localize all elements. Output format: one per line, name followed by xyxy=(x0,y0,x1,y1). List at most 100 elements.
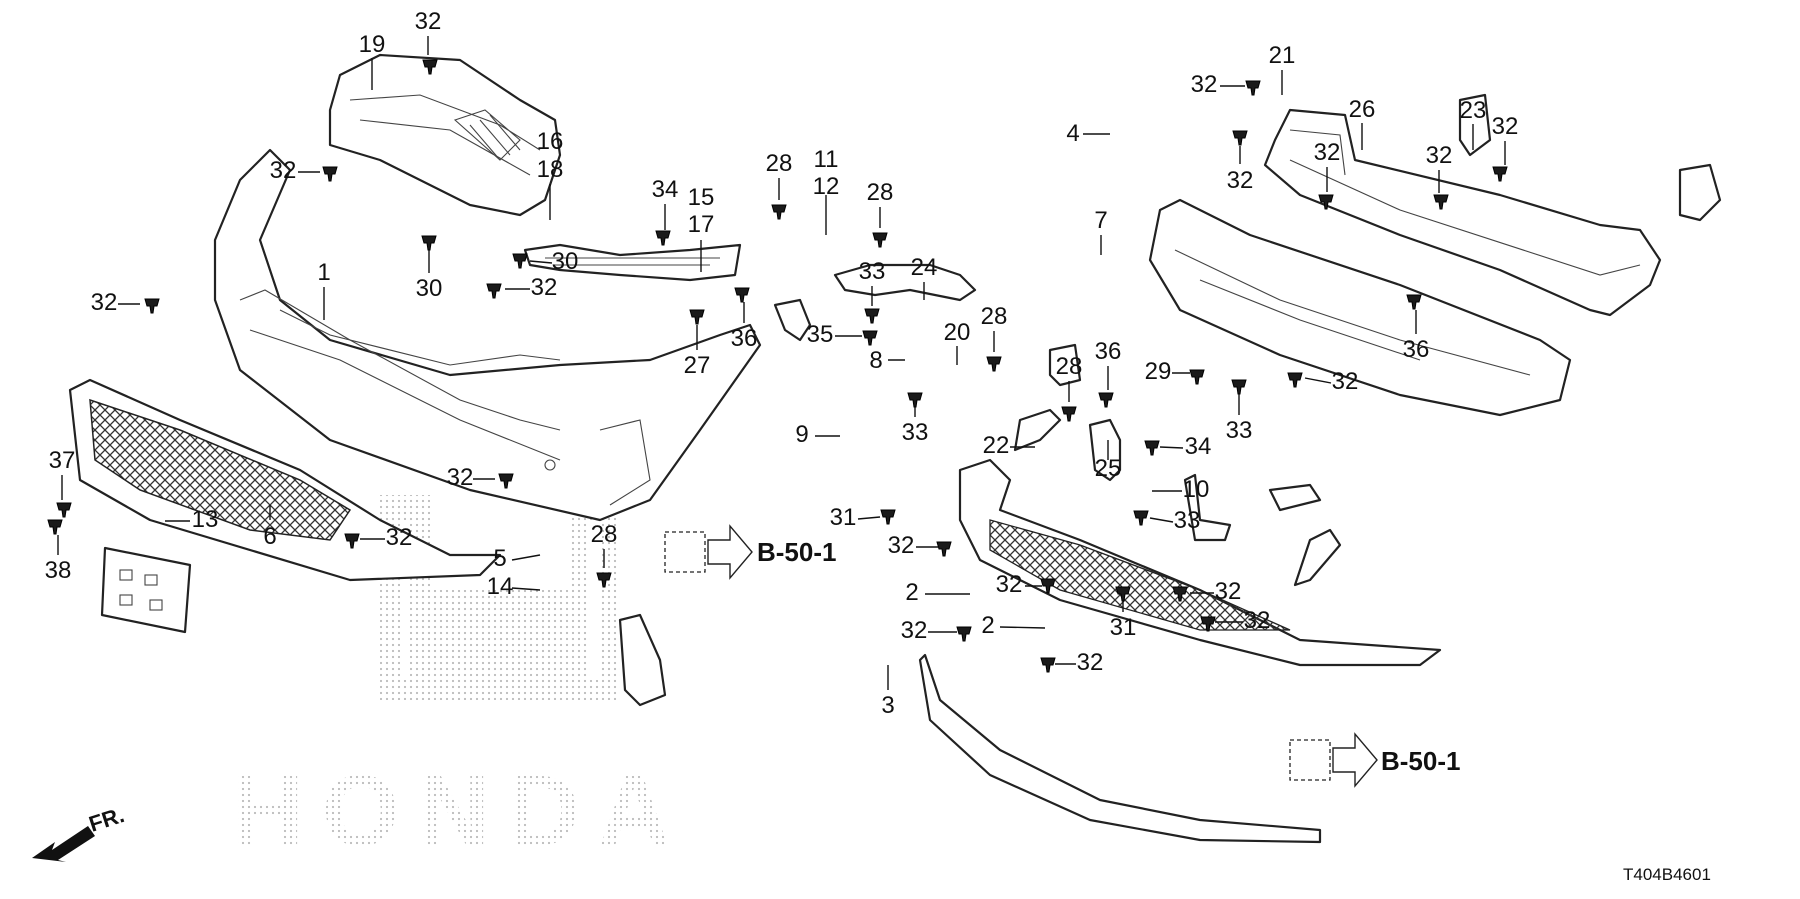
callout-12[interactable]: 12 xyxy=(813,173,840,200)
callout-label[interactable]: 31 xyxy=(830,504,857,531)
callout-label[interactable]: 32 xyxy=(447,464,474,491)
callout-32[interactable]: 32 xyxy=(1492,113,1519,182)
callout-label[interactable]: 18 xyxy=(537,156,564,183)
callout-28[interactable]: 28 xyxy=(981,303,1008,372)
callout-label[interactable]: 32 xyxy=(888,532,915,559)
callout-28[interactable]: 28 xyxy=(591,521,618,588)
callout-label[interactable]: 29 xyxy=(1145,358,1172,385)
callout-label[interactable]: 32 xyxy=(415,8,442,35)
callout-label[interactable]: 13 xyxy=(192,506,219,533)
callout-label[interactable]: 30 xyxy=(416,275,443,302)
callout-label[interactable]: 32 xyxy=(1426,142,1453,169)
callout-37[interactable]: 37 xyxy=(49,447,76,518)
callout-19[interactable]: 19 xyxy=(359,31,386,90)
callout-label[interactable]: 28 xyxy=(591,521,618,548)
callout-14[interactable]: 14 xyxy=(487,573,541,600)
callout-28[interactable]: 28 xyxy=(766,150,793,220)
callout-label[interactable]: 32 xyxy=(1492,113,1519,140)
callout-label[interactable]: 2 xyxy=(981,612,994,639)
callout-30[interactable]: 30 xyxy=(416,235,443,302)
callout-26[interactable]: 26 xyxy=(1349,96,1376,150)
callout-32[interactable]: 32 xyxy=(996,571,1056,598)
callout-label[interactable]: 23 xyxy=(1460,97,1487,124)
callout-31[interactable]: 31 xyxy=(830,504,896,531)
callout-13[interactable]: 13 xyxy=(165,506,218,533)
callout-32[interactable]: 32 xyxy=(901,617,972,644)
callout-label[interactable]: 7 xyxy=(1094,207,1107,234)
callout-label[interactable]: 28 xyxy=(766,150,793,177)
callout-label[interactable]: 33 xyxy=(1226,417,1253,444)
callout-16[interactable]: 16 xyxy=(537,128,564,155)
callout-label[interactable]: 11 xyxy=(814,146,839,173)
callout-2[interactable]: 2 xyxy=(981,612,1046,639)
callout-2[interactable]: 2 xyxy=(905,579,970,606)
callout-3[interactable]: 3 xyxy=(881,665,895,719)
callout-36[interactable]: 36 xyxy=(731,287,758,352)
callout-32[interactable]: 32 xyxy=(270,157,338,184)
callout-11[interactable]: 11 xyxy=(814,146,839,235)
callout-label[interactable]: 26 xyxy=(1349,96,1376,123)
callout-34[interactable]: 34 xyxy=(1144,433,1211,460)
callout-23[interactable]: 23 xyxy=(1460,97,1487,150)
section-ref-label[interactable]: B-50-1 xyxy=(1381,746,1460,776)
callout-label[interactable]: 32 xyxy=(901,617,928,644)
callout-15[interactable]: 15 xyxy=(688,184,715,211)
callout-label[interactable]: 10 xyxy=(1183,476,1210,503)
callout-label[interactable]: 33 xyxy=(902,419,929,446)
callout-33[interactable]: 33 xyxy=(1133,507,1201,534)
callout-32[interactable]: 32 xyxy=(91,289,160,316)
callout-label[interactable]: 32 xyxy=(531,274,558,301)
callout-32[interactable]: 32 xyxy=(1314,139,1341,210)
callout-label[interactable]: 30 xyxy=(552,248,579,275)
callout-label[interactable]: 32 xyxy=(1227,167,1254,194)
callout-label[interactable]: 28 xyxy=(1056,353,1083,380)
callout-label[interactable]: 33 xyxy=(1174,507,1201,534)
callout-25[interactable]: 25 xyxy=(1095,440,1122,482)
callout-label[interactable]: 32 xyxy=(996,571,1023,598)
section-ref-label[interactable]: B-50-1 xyxy=(757,537,836,567)
callout-32[interactable]: 32 xyxy=(1426,142,1453,210)
callout-label[interactable]: 21 xyxy=(1269,42,1296,69)
callout-28[interactable]: 28 xyxy=(1056,353,1083,422)
callout-label[interactable]: 37 xyxy=(49,447,76,474)
callout-label[interactable]: 3 xyxy=(881,692,894,719)
callout-32[interactable]: 32 xyxy=(1287,368,1358,395)
callout-28[interactable]: 28 xyxy=(867,179,894,248)
callout-label[interactable]: 5 xyxy=(493,545,506,572)
callout-label[interactable]: 1 xyxy=(317,259,330,286)
callout-32[interactable]: 32 xyxy=(1191,71,1261,98)
callout-label[interactable]: 36 xyxy=(1403,336,1430,363)
callout-label[interactable]: 32 xyxy=(1191,71,1218,98)
callout-22[interactable]: 22 xyxy=(983,432,1035,459)
callout-label[interactable]: 8 xyxy=(869,347,882,374)
callout-label[interactable]: 32 xyxy=(1215,578,1242,605)
callout-label[interactable]: 6 xyxy=(263,523,276,550)
callout-32[interactable]: 32 xyxy=(1227,130,1254,194)
callout-label[interactable]: 22 xyxy=(983,432,1010,459)
callout-29[interactable]: 29 xyxy=(1145,358,1205,385)
callout-32[interactable]: 32 xyxy=(888,532,952,559)
callout-label[interactable]: 12 xyxy=(813,173,840,200)
callout-label[interactable]: 14 xyxy=(487,573,514,600)
callout-label[interactable]: 33 xyxy=(859,258,886,285)
callout-label[interactable]: 28 xyxy=(981,303,1008,330)
callout-label[interactable]: 20 xyxy=(944,319,971,346)
callout-27[interactable]: 27 xyxy=(684,309,711,379)
callout-10[interactable]: 10 xyxy=(1152,476,1209,503)
callout-36[interactable]: 36 xyxy=(1403,294,1430,363)
callout-6[interactable]: 6 xyxy=(263,505,277,550)
callout-17[interactable]: 17 xyxy=(688,211,715,272)
callout-label[interactable]: 15 xyxy=(688,184,715,211)
callout-8[interactable]: 8 xyxy=(869,347,905,374)
callout-32[interactable]: 32 xyxy=(1200,607,1270,634)
callout-label[interactable]: 31 xyxy=(1110,614,1137,641)
callout-label[interactable]: 36 xyxy=(731,325,758,352)
callout-label[interactable]: 35 xyxy=(807,321,834,348)
callout-32[interactable]: 32 xyxy=(447,464,514,491)
callout-32[interactable]: 32 xyxy=(1040,649,1103,676)
callout-label[interactable]: 4 xyxy=(1066,120,1079,147)
callout-34[interactable]: 34 xyxy=(652,176,679,246)
callout-31[interactable]: 31 xyxy=(1110,586,1137,641)
callout-30[interactable]: 30 xyxy=(512,248,579,275)
callout-label[interactable]: 32 xyxy=(1314,139,1341,166)
